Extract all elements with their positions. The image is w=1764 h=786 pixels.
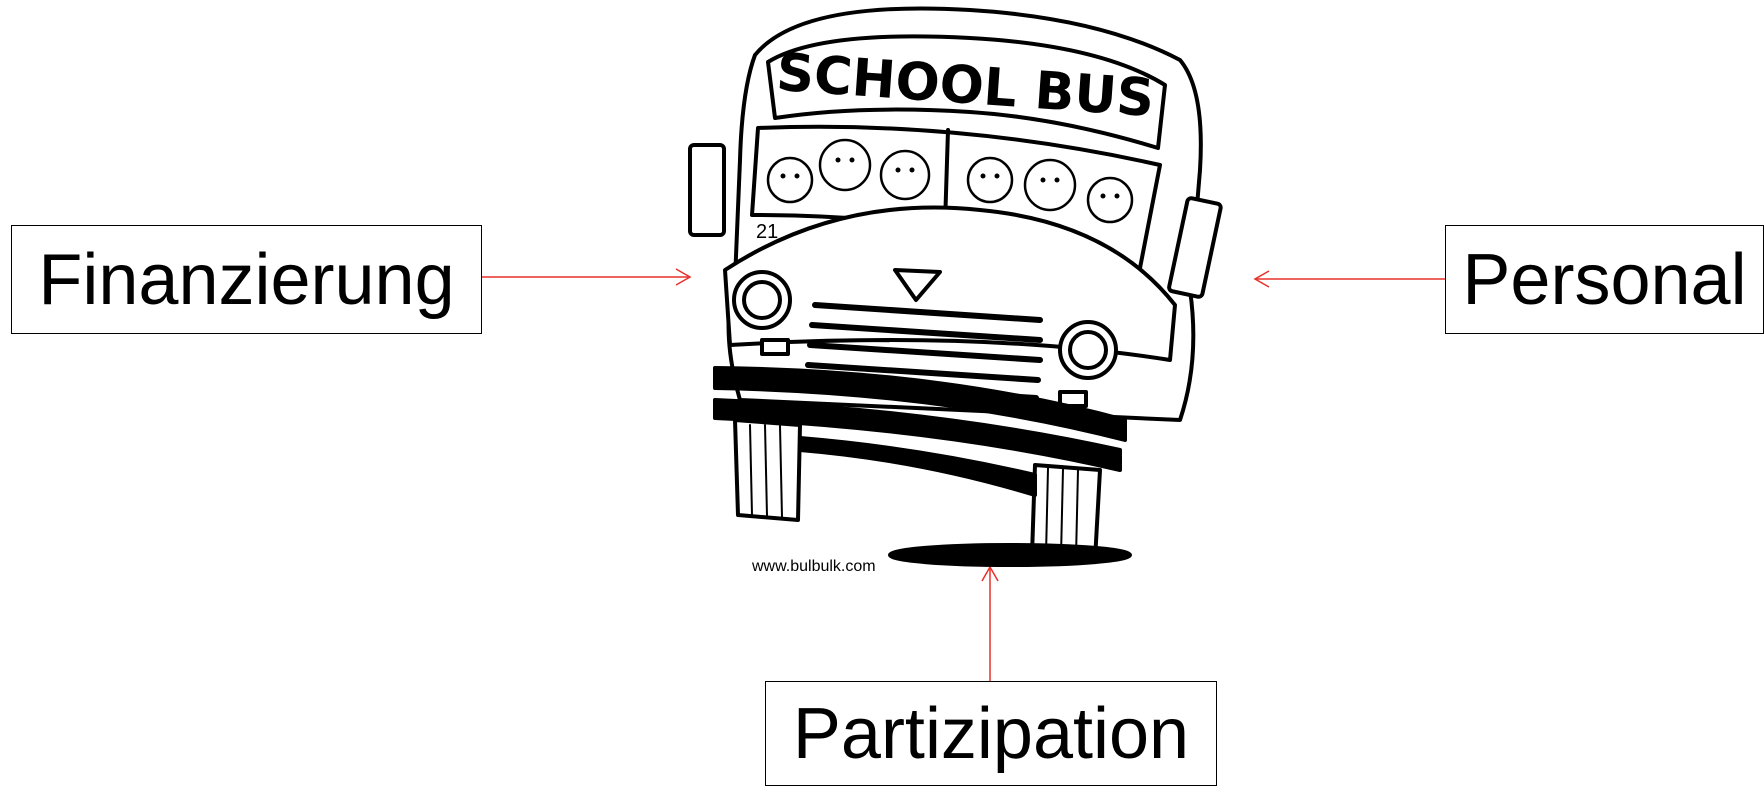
school-bus-illustration: SCHOOL BUS 21 <box>680 0 1240 580</box>
watermark-text: www.bulbulk.com <box>752 558 876 576</box>
label-personal: Personal <box>1445 225 1764 334</box>
arrow-bottom-to-bus <box>982 567 998 681</box>
arrow-left-to-bus <box>482 269 690 285</box>
label-finanzierung: Finanzierung <box>11 225 482 334</box>
bus-number: 21 <box>756 221 778 243</box>
label-partizipation: Partizipation <box>765 681 1217 786</box>
arrow-right-to-bus <box>1255 271 1445 287</box>
